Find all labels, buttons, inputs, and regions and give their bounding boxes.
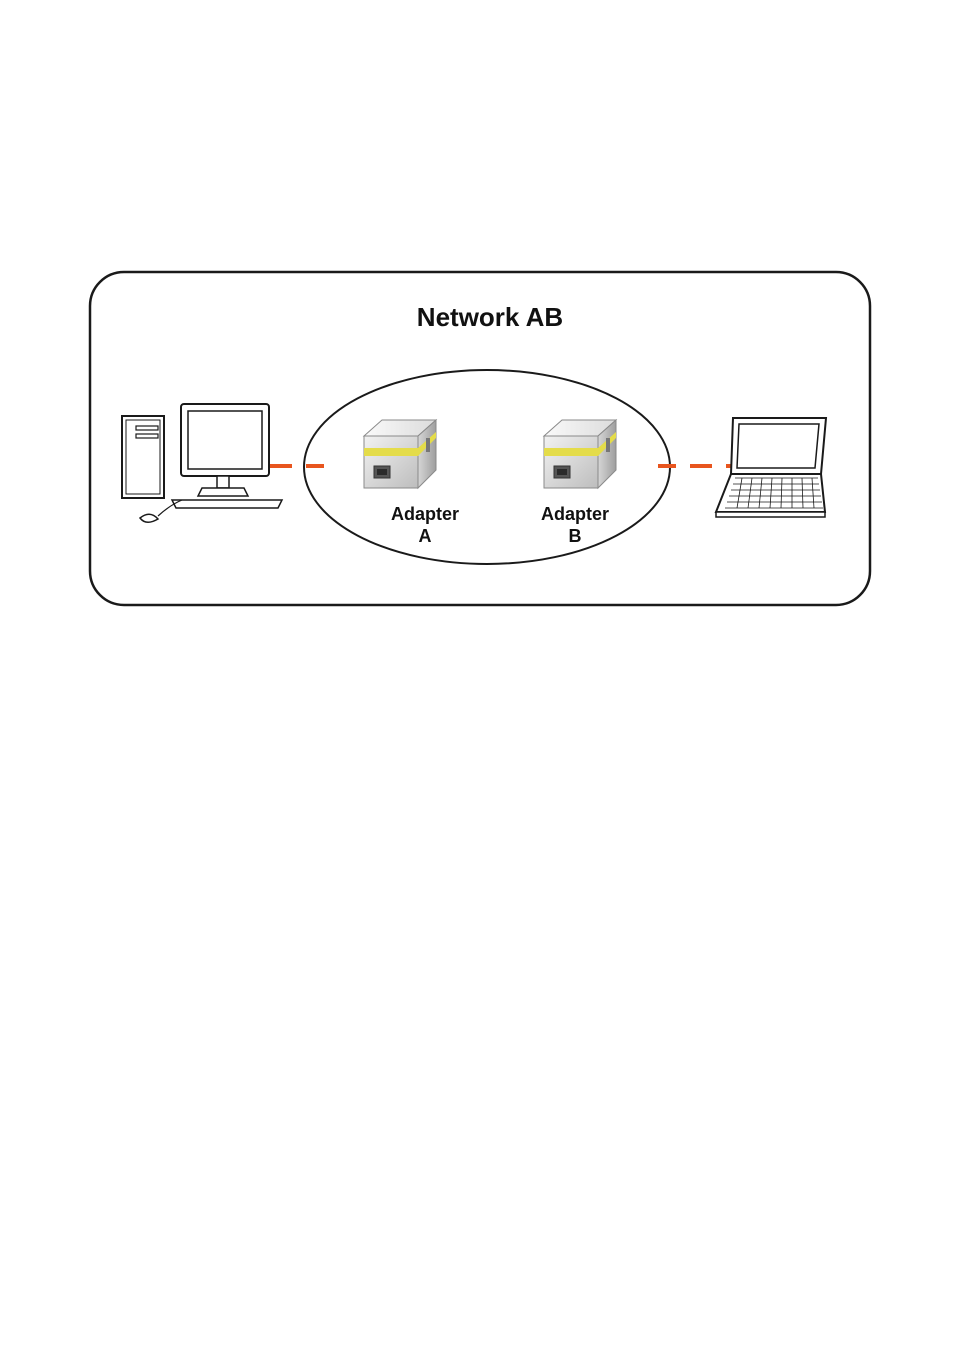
adapter-a-label-line1: Adapter — [391, 504, 459, 524]
powerline-adapter-icon — [544, 420, 616, 488]
laptop-icon — [716, 418, 826, 517]
powerline-adapter-icon — [364, 420, 436, 488]
adapter-b-label-line2: B — [569, 526, 582, 546]
adapter-a-label-line2: A — [419, 526, 432, 546]
adapter-b-label-line1: Adapter — [541, 504, 609, 524]
network-title: Network AB — [417, 302, 563, 332]
